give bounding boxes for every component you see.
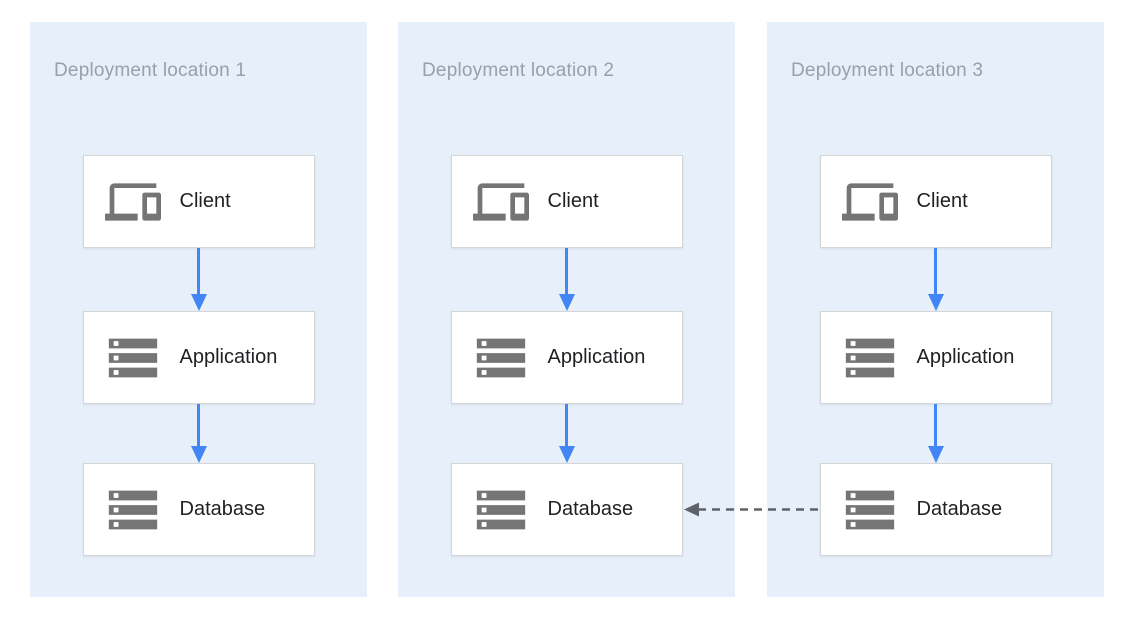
storage-icon bbox=[102, 328, 164, 388]
node-label: Application bbox=[916, 346, 1015, 368]
arrow-line bbox=[934, 248, 937, 294]
storage-icon bbox=[839, 480, 901, 540]
arrow-line bbox=[565, 248, 568, 294]
node-application: Application bbox=[819, 311, 1052, 404]
panel-deployment-location-3: Deployment location 3 Client Application bbox=[767, 22, 1104, 597]
panel-title: Deployment location 2 bbox=[422, 60, 615, 81]
arrow-line bbox=[197, 248, 200, 294]
node-label: Application bbox=[547, 346, 646, 368]
dashed-arrow-database3-to-database2 bbox=[684, 502, 818, 517]
arrow-application-to-database bbox=[558, 404, 576, 463]
arrow-line bbox=[565, 404, 568, 446]
node-database: Database bbox=[450, 463, 683, 556]
devices-icon bbox=[839, 172, 901, 232]
node-application: Application bbox=[82, 311, 315, 404]
arrow-head-icon bbox=[684, 502, 699, 517]
arrow-head-icon bbox=[927, 294, 944, 311]
node-label: Application bbox=[179, 346, 278, 368]
node-label: Database bbox=[547, 498, 634, 520]
node-label: Client bbox=[916, 190, 968, 212]
node-database: Database bbox=[82, 463, 315, 556]
arrow-head-icon bbox=[558, 446, 575, 463]
node-label: Client bbox=[547, 190, 599, 212]
arrow-client-to-application bbox=[190, 248, 208, 311]
panel-title: Deployment location 3 bbox=[791, 60, 984, 81]
arrow-line bbox=[934, 404, 937, 446]
arrow-client-to-application bbox=[927, 248, 945, 311]
arrow-client-to-application bbox=[558, 248, 576, 311]
node-label: Client bbox=[179, 190, 231, 212]
node-client: Client bbox=[819, 155, 1052, 248]
arrow-head-icon bbox=[927, 446, 944, 463]
arrow-application-to-database bbox=[927, 404, 945, 463]
node-application: Application bbox=[450, 311, 683, 404]
arrow-head-icon bbox=[558, 294, 575, 311]
storage-icon bbox=[839, 328, 901, 388]
storage-icon bbox=[470, 480, 532, 540]
arrow-line bbox=[197, 404, 200, 446]
node-label: Database bbox=[179, 498, 266, 520]
storage-icon bbox=[470, 328, 532, 388]
arrow-application-to-database bbox=[190, 404, 208, 463]
arrow-head-icon bbox=[190, 294, 207, 311]
storage-icon bbox=[102, 480, 164, 540]
node-client: Client bbox=[82, 155, 315, 248]
node-label: Database bbox=[916, 498, 1003, 520]
panel-title: Deployment location 1 bbox=[54, 60, 247, 81]
node-database: Database bbox=[819, 463, 1052, 556]
node-client: Client bbox=[450, 155, 683, 248]
panel-deployment-location-2: Deployment location 2 Client Application bbox=[398, 22, 735, 597]
dashed-arrow-graphic bbox=[684, 502, 818, 517]
devices-icon bbox=[470, 172, 532, 232]
devices-icon bbox=[102, 172, 164, 232]
panel-deployment-location-1: Deployment location 1 Client Application bbox=[30, 22, 367, 597]
arrow-head-icon bbox=[190, 446, 207, 463]
